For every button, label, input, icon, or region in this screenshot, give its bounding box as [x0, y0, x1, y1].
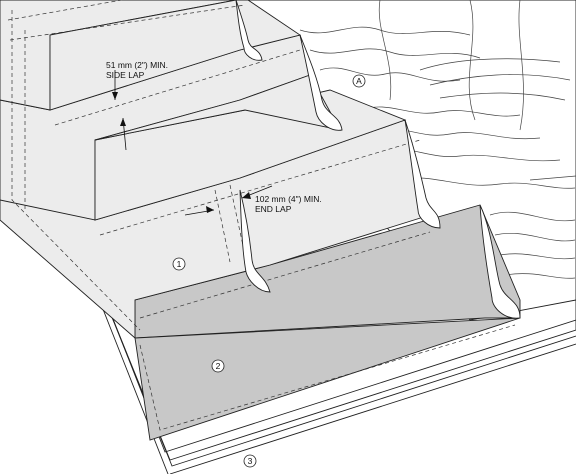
- marker-2: 2: [211, 359, 225, 373]
- starter-strip: [134, 204, 521, 441]
- grain-line: [504, 273, 576, 279]
- starter-strip-curl: [479, 204, 521, 319]
- end-lap-label-line2: END LAP: [255, 204, 292, 214]
- side-lap-label-line1: 51 mm (2") MIN.: [106, 60, 168, 70]
- end-lap-label-line1: 102 mm (4") MIN.: [255, 194, 322, 204]
- marker-3: 3: [243, 454, 257, 468]
- marker-2-circle: [211, 359, 225, 373]
- grain-line: [518, 0, 524, 131]
- side-lap-dimension: 51 mm (2") MIN. SIDE LAP: [106, 60, 168, 151]
- felt-course-2c: [94, 74, 341, 141]
- marker-3-circle: [243, 454, 257, 468]
- grain-line: [529, 175, 576, 181]
- end-lap-line: [214, 189, 231, 263]
- grain-line: [399, 177, 576, 189]
- starter-strip-nail-line: [139, 324, 516, 431]
- marker-a-circle: [352, 74, 366, 88]
- grain-line: [319, 67, 461, 82]
- deck-edge: [169, 343, 576, 474]
- marker-a-label: A: [356, 76, 362, 86]
- end-lap-arrow-right: [206, 206, 214, 213]
- end-lap-arrow-left: [242, 192, 251, 199]
- grain-line: [429, 74, 571, 86]
- felt-curl: [235, 0, 263, 61]
- marker-2-label: 2: [216, 361, 221, 371]
- nail-line: [7, 0, 125, 21]
- side-lap-arrow-down: [112, 92, 118, 100]
- felt-curl: [299, 34, 343, 131]
- marker-a: A: [352, 74, 366, 88]
- side-lap-arrow-up: [120, 118, 126, 126]
- end-lap-dimension: 102 mm (4") MIN. END LAP: [184, 185, 322, 216]
- nail-line: [11, 10, 141, 331]
- felt-curl: [239, 189, 271, 293]
- grain-line: [378, 0, 392, 101]
- grain-line: [359, 106, 521, 117]
- grain-line: [499, 253, 576, 260]
- grain-line: [419, 58, 561, 71]
- grain-line: [494, 232, 576, 242]
- grain-line: [468, 0, 476, 121]
- grain-line: [299, 26, 471, 36]
- side-lap-label-line2: SIDE LAP: [106, 70, 145, 80]
- grain-line: [439, 92, 566, 101]
- felt-sheets: [0, 0, 441, 339]
- nail-line: [139, 231, 431, 319]
- grain-line: [489, 211, 576, 222]
- nail-line: [54, 49, 301, 126]
- marker-1-label: 1: [177, 259, 182, 269]
- marker-3-label: 3: [248, 456, 253, 466]
- starter-strip-lower: [134, 317, 521, 441]
- nail-line: [9, 4, 246, 41]
- felt-curl: [404, 119, 441, 229]
- grain-line: [309, 48, 481, 59]
- marker-1: 1: [172, 257, 186, 271]
- marker-1-circle: [172, 257, 186, 271]
